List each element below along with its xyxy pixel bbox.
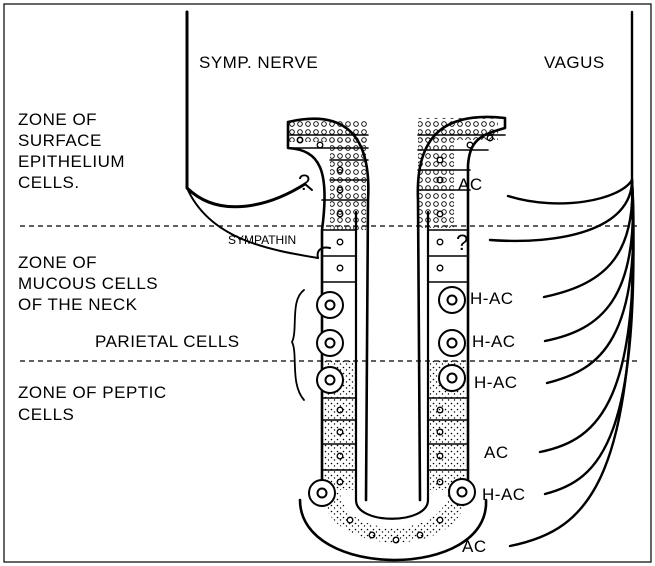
question-left: ? bbox=[298, 170, 311, 195]
zone-mucous-line-3: OF THE NECK bbox=[18, 295, 138, 314]
symp-nerve-label: SYMP. NERVE bbox=[199, 53, 318, 72]
zone-peptic-line-2: CELLS bbox=[18, 405, 74, 424]
zone-surface-line-2: SURFACE bbox=[18, 131, 102, 150]
zone-surface-line-3: EPITHELIUM bbox=[18, 152, 125, 171]
zone-surface-line-1: ZONE OF bbox=[18, 110, 97, 129]
right-annotation-6: H-AC bbox=[482, 485, 526, 504]
zone-peptic-line-1: ZONE OF PEPTIC bbox=[18, 383, 167, 402]
right-annotation-5: AC bbox=[484, 443, 509, 462]
vagus-nerve bbox=[490, 12, 633, 546]
parietal-label: PARIETAL CELLS bbox=[95, 332, 240, 351]
zone-mucous-line-1: ZONE OF bbox=[18, 253, 97, 272]
right-annotation-1: AC bbox=[458, 175, 483, 194]
right-annotation-7: AC bbox=[462, 537, 487, 556]
right-annotation-3: H-AC bbox=[472, 332, 516, 351]
sympathin-label: SYMPATHIN bbox=[228, 233, 296, 247]
right-annotation-2: H-AC bbox=[470, 289, 514, 308]
vagus-label: VAGUS bbox=[544, 53, 605, 72]
surface-left-fill-2 bbox=[330, 140, 366, 230]
parietal-brace bbox=[292, 290, 304, 400]
question-right: ? bbox=[456, 230, 469, 255]
zone-mucous-line-2: MUCOUS CELLS bbox=[18, 274, 158, 293]
zone-surface-line-4: CELLS. bbox=[18, 173, 80, 192]
right-annotation-4: H-AC bbox=[474, 373, 518, 392]
fundus-fill bbox=[322, 490, 466, 543]
